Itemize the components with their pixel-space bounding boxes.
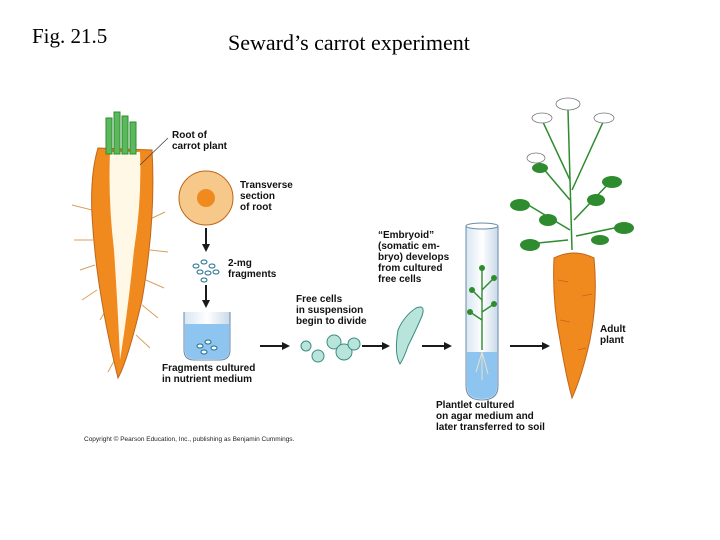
transverse-section-illustration — [178, 170, 234, 226]
embryoid-illustration — [395, 306, 424, 365]
copyright-notice: Copyright © Pearson Education, Inc., pub… — [84, 436, 295, 443]
fragments-illustration — [192, 259, 220, 283]
slide-title: Seward’s carrot experiment — [228, 30, 470, 55]
carrot-root-illustration — [71, 111, 169, 380]
nutrient-medium-vessel — [183, 312, 231, 361]
root-pointer-line — [139, 137, 169, 166]
label-adult-plant: Adult plant — [600, 324, 626, 346]
label-root-of-carrot: Root of carrot plant — [172, 130, 228, 152]
free-cells-illustration — [300, 334, 361, 363]
label-fragments-cultured: Fragments cultured in nutrient medium — [162, 363, 256, 385]
label-transverse-section: Transverse section of root — [240, 180, 293, 213]
label-free-cells: Free cells in suspension begin to divide — [296, 294, 367, 327]
adult-carrot-plant-illustration — [510, 97, 634, 400]
label-embryoid: “Embryoid” (somatic em- bryo) develops f… — [378, 230, 450, 285]
label-plantlet: Plantlet cultured on agar medium and lat… — [436, 400, 545, 433]
plantlet-tube-illustration — [465, 222, 499, 401]
label-fragments: 2-mg fragments — [228, 258, 277, 280]
figure-number: Fig. 21.5 — [32, 24, 108, 48]
